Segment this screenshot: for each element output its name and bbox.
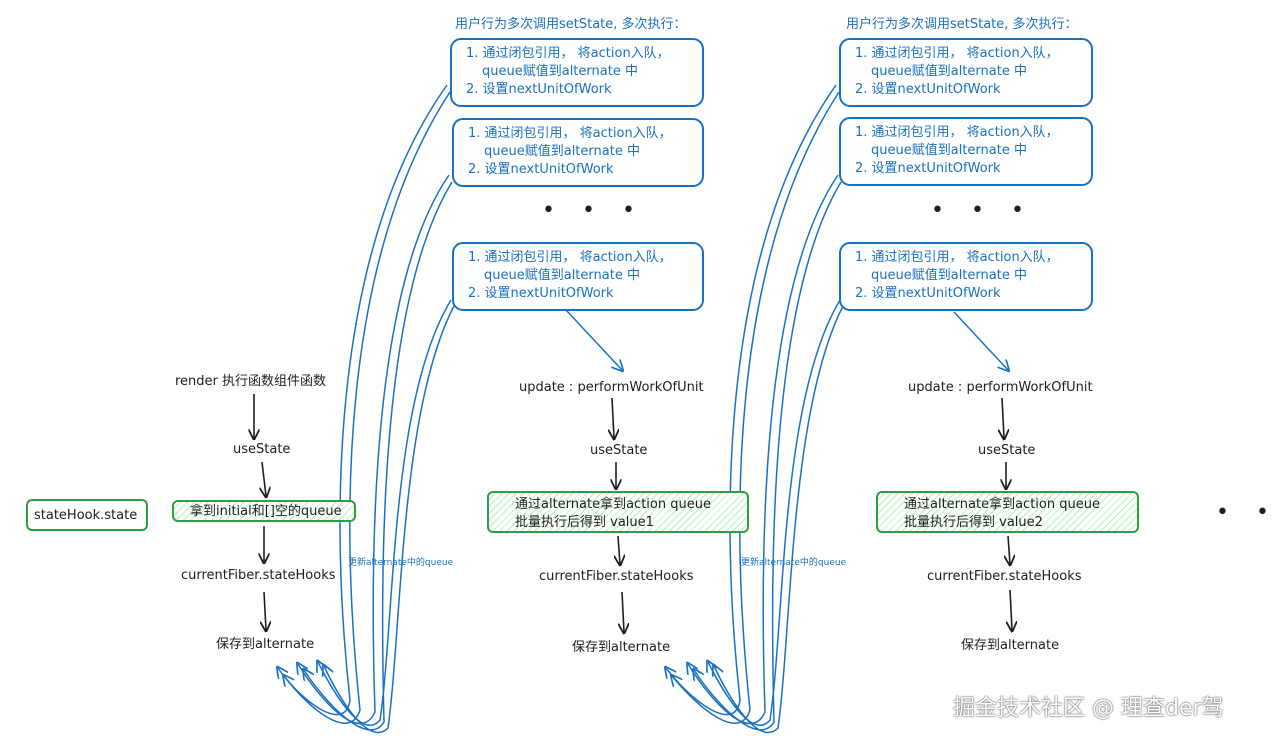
enqueue-box-right-2: 1. 通过闭包引用， 将action入队， queue赋值到alternate … xyxy=(839,117,1093,186)
enqueue-line3: 2. 设置nextUnitOfWork xyxy=(855,286,1001,301)
setstate-title-right: 用户行为多次调用setState, 多次执行： xyxy=(846,17,1078,32)
enqueue-line2: queue赋值到alternate 中 xyxy=(484,144,640,159)
loop-arrow-mid-1 xyxy=(666,84,837,716)
ellipsis-mid: • • • xyxy=(542,198,645,223)
enqueue-box-mid-2: 1. 通过闭包引用， 将action入队， queue赋值到alternate … xyxy=(452,118,704,187)
loop-arrow-mid-3b xyxy=(714,305,844,734)
statehook-state-box: stateHook.state xyxy=(26,499,148,531)
enqueue-line1: 1. 通过闭包引用， 将action入队， xyxy=(855,46,1059,61)
arrow-fiber-to-save xyxy=(264,591,266,630)
save-alternate-label-left: 保存到alternate xyxy=(216,637,315,652)
enqueue-line1: 1. 通过闭包引用， 将action入队， xyxy=(855,125,1059,140)
enqueue-box-mid-3: 1. 通过闭包引用， 将action入队， queue赋值到alternate … xyxy=(452,242,704,311)
ellipsis-right: • • • xyxy=(931,198,1034,223)
batch-line2-right: 批量执行后得到 value2 xyxy=(904,515,1043,530)
usestate-label-right: useState xyxy=(978,443,1036,458)
enqueue-line2: queue赋值到alternate 中 xyxy=(482,64,638,79)
enqueue-line2: queue赋值到alternate 中 xyxy=(484,268,640,283)
loop-arrow-left-2b xyxy=(304,181,453,731)
usestate-label-mid: useState xyxy=(590,443,648,458)
arrow-green-to-fiber-mid xyxy=(618,535,620,564)
usestate-label-left: useState xyxy=(233,442,291,457)
arrow-fiber-to-save-right xyxy=(1010,589,1012,630)
arrow-update-to-usestate-right xyxy=(1002,397,1004,438)
enqueue-line3: 2. 设置nextUnitOfWork xyxy=(855,82,1001,97)
batch-line1-right: 通过alternate拿到action queue xyxy=(904,497,1100,512)
initial-queue-box: 拿到initial和[]空的queue xyxy=(172,500,356,522)
enqueue-line1: 1. 通过闭包引用， 将action入队， xyxy=(855,250,1059,265)
render-label: render 执行函数组件函数 xyxy=(175,374,327,389)
enqueue-line2: queue赋值到alternate 中 xyxy=(871,64,1027,79)
enqueue-line1: 1. 通过闭包引用， 将action入队， xyxy=(466,46,670,61)
enqueue-line2: queue赋值到alternate 中 xyxy=(871,143,1027,158)
arrow-usestate-to-queue xyxy=(262,461,266,496)
current-fiber-label-mid: currentFiber.stateHooks xyxy=(539,569,694,584)
batch-line1-mid: 通过alternate拿到action queue xyxy=(515,497,711,512)
update-label-right: update : performWorkOfUnit xyxy=(908,380,1093,395)
enqueue-line3: 2. 设置nextUnitOfWork xyxy=(468,286,614,301)
current-fiber-label-right: currentFiber.stateHooks xyxy=(927,569,1082,584)
batch-queue-box-mid: 通过alternate拿到action queue 批量执行后得到 value1 xyxy=(487,491,749,533)
initial-queue-text: 拿到initial和[]空的queue xyxy=(190,504,342,519)
setstate-title-mid: 用户行为多次调用setState, 多次执行： xyxy=(455,17,687,32)
loop-arrow-left-2 xyxy=(298,174,450,725)
arrow-green-to-fiber-right xyxy=(1008,535,1010,564)
update-label-mid: update : performWorkOfUnit xyxy=(519,380,704,395)
enqueue-line1: 1. 通过闭包引用， 将action入队， xyxy=(468,126,672,141)
arrow-fiber-to-save-mid xyxy=(622,591,624,632)
loop-arrow-mid-2b xyxy=(694,181,842,731)
save-alternate-label-right: 保存到alternate xyxy=(961,638,1060,653)
batch-queue-box-right: 通过alternate拿到action queue 批量执行后得到 value2 xyxy=(876,491,1139,533)
enqueue-line3: 2. 设置nextUnitOfWork xyxy=(855,161,1001,176)
update-queue-note-left: 更新alternate中的queue xyxy=(348,558,454,568)
arrow-update-to-usestate-mid xyxy=(612,397,614,438)
loop-arrow-left-1 xyxy=(278,84,448,716)
enqueue-line1: 1. 通过闭包引用， 将action入队， xyxy=(468,250,672,265)
enqueue-line3: 2. 设置nextUnitOfWork xyxy=(468,162,614,177)
loop-arrow-left-1b xyxy=(284,91,451,724)
arrow-box-to-update-mid xyxy=(565,309,622,370)
watermark: 掘金技术社区 @ 理查der驾 xyxy=(953,696,1224,721)
statehook-state-text: stateHook.state xyxy=(34,508,138,523)
enqueue-line3: 2. 设置nextUnitOfWork xyxy=(466,82,612,97)
current-fiber-label-left: currentFiber.stateHooks xyxy=(181,568,336,583)
update-queue-note-mid: 更新alternate中的queue xyxy=(741,558,847,568)
trailing-ellipsis: • • • xyxy=(1216,500,1276,525)
loop-arrow-mid-1b xyxy=(672,91,840,724)
loop-arrow-left-3b xyxy=(324,305,455,734)
batch-line2-mid: 批量执行后得到 value1 xyxy=(515,515,654,530)
arrow-box-to-update-right xyxy=(953,311,1008,370)
loop-arrow-mid-3 xyxy=(708,299,841,726)
enqueue-line2: queue赋值到alternate 中 xyxy=(871,268,1027,283)
enqueue-box-right-3: 1. 通过闭包引用， 将action入队， queue赋值到alternate … xyxy=(839,242,1093,311)
loop-arrow-mid-2 xyxy=(688,174,839,725)
enqueue-box-right-1: 1. 通过闭包引用， 将action入队， queue赋值到alternate … xyxy=(839,38,1093,107)
save-alternate-label-mid: 保存到alternate xyxy=(572,640,671,655)
loop-arrow-left-3 xyxy=(318,299,452,726)
enqueue-box-mid-1: 1. 通过闭包引用， 将action入队， queue赋值到alternate … xyxy=(450,38,704,107)
